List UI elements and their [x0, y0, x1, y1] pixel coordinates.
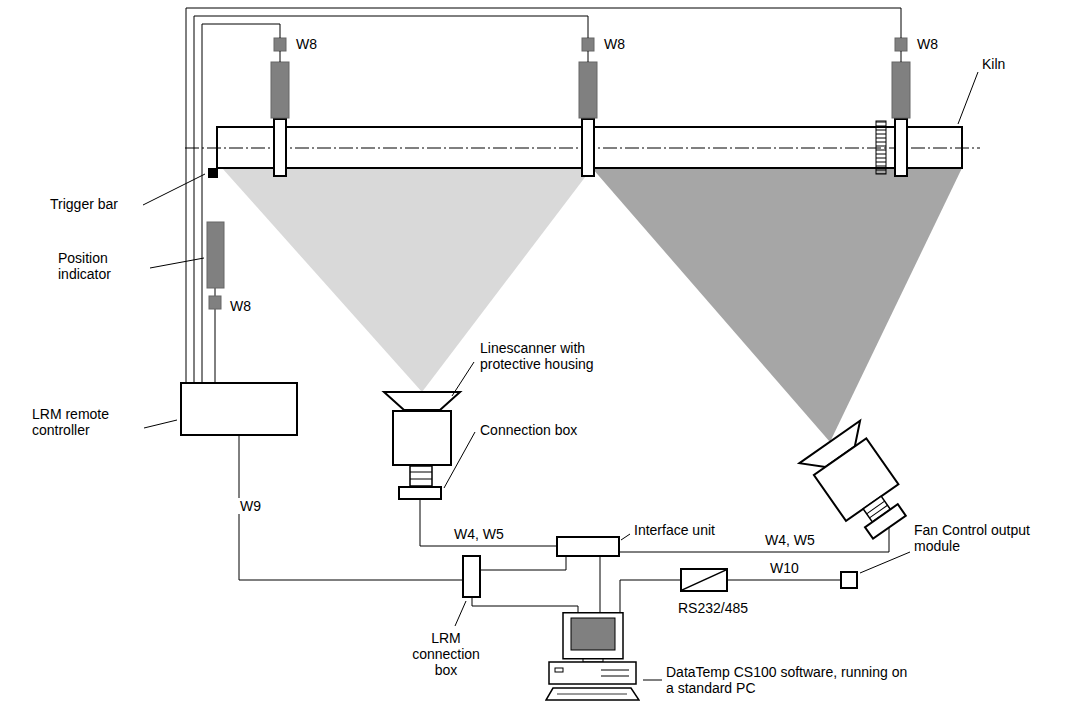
pc-icon	[545, 612, 640, 701]
scanner-neck	[410, 466, 432, 486]
position-indicator-head	[209, 296, 221, 309]
wire-number: W8	[230, 298, 251, 314]
scanner-lens-hood	[384, 392, 460, 410]
node-label: Connection box	[480, 422, 610, 438]
cable-label: W4, W5	[452, 526, 506, 542]
node-label: RS232/485	[678, 600, 768, 616]
cable	[420, 500, 556, 546]
leader-lines	[143, 72, 978, 680]
position-indicator	[207, 222, 224, 288]
node-label: LRM remote controller	[32, 406, 144, 438]
lrm-connection-box: LRM connection box	[462, 555, 481, 598]
kiln-tyre	[274, 119, 286, 176]
node-label: LRM connection box	[400, 630, 492, 678]
kiln: Kiln	[217, 127, 962, 168]
output-module-box: Fan Control output module	[840, 571, 858, 589]
cable-label: W9	[238, 498, 263, 514]
pc: DataTemp CS100 software, running on a st…	[545, 612, 640, 701]
kiln-tyre	[895, 119, 907, 176]
sensor-wires	[186, 8, 901, 382]
cable-label: W10	[768, 560, 801, 576]
part-label: Position indicator	[58, 250, 150, 282]
view-cone	[592, 168, 962, 442]
interface-box: Interface unit	[556, 536, 620, 557]
girth-gear	[876, 121, 886, 174]
converter-box: RS232/485	[680, 568, 728, 592]
node-label: Fan Control output module	[914, 522, 1044, 554]
node-label: Linescanner with protective housing	[480, 340, 620, 372]
wire-number: W8	[296, 36, 317, 52]
cable	[600, 557, 601, 612]
cable	[472, 598, 578, 612]
cable	[728, 580, 840, 581]
linescanner-right	[799, 421, 919, 549]
converter-symbol	[682, 570, 726, 590]
cable	[481, 557, 566, 570]
connection-box: Connection box	[398, 486, 442, 500]
wire-number: W4, W5	[765, 532, 815, 548]
node-label: Kiln	[982, 56, 1042, 72]
linescanner-box: Linescanner with protective housing	[392, 410, 452, 466]
sensors	[271, 38, 910, 118]
cable	[620, 580, 680, 612]
part-label: Trigger bar	[50, 196, 145, 212]
kiln-tyre	[582, 119, 594, 176]
wire-number: W8	[917, 36, 938, 52]
wire-number: W8	[604, 36, 625, 52]
node-label: DataTemp CS100 software, running on a st…	[666, 664, 911, 696]
remote-controller-box: LRM remote controller	[180, 382, 298, 436]
node-label: Interface unit	[634, 522, 754, 538]
trigger-bar	[208, 168, 218, 178]
